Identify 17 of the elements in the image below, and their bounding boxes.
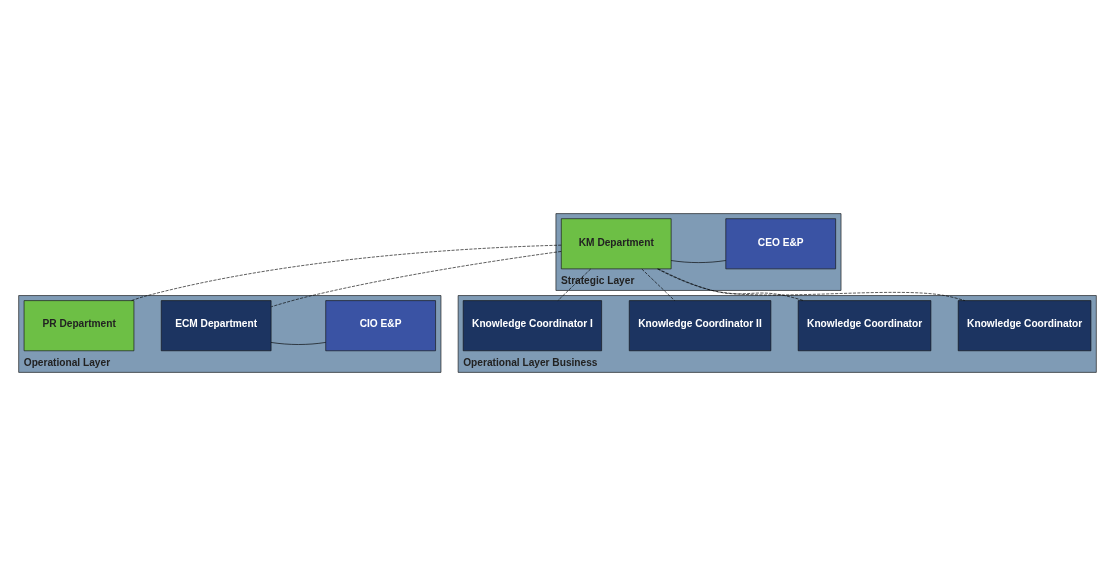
node-box: Knowledge Coordinator I — [462, 299, 602, 351]
node-box: Knowledge Coordinator II — [628, 299, 772, 351]
node-box: CEO E&P — [725, 217, 836, 269]
node-box: KM Department — [561, 217, 672, 269]
connector — [131, 244, 562, 301]
node-box: Knowledge Coordinator — [957, 299, 1092, 351]
node-box: Knowledge Coordinator — [797, 299, 932, 351]
node-box: ECM Department — [160, 299, 272, 351]
connector — [656, 268, 965, 301]
connector — [658, 268, 804, 301]
connector — [557, 268, 591, 301]
connector — [270, 341, 326, 345]
node-box: CIO E&P — [325, 299, 436, 351]
connector — [641, 268, 675, 301]
connector — [670, 259, 727, 263]
connector — [271, 250, 562, 307]
node-box: PR Department — [23, 299, 135, 351]
